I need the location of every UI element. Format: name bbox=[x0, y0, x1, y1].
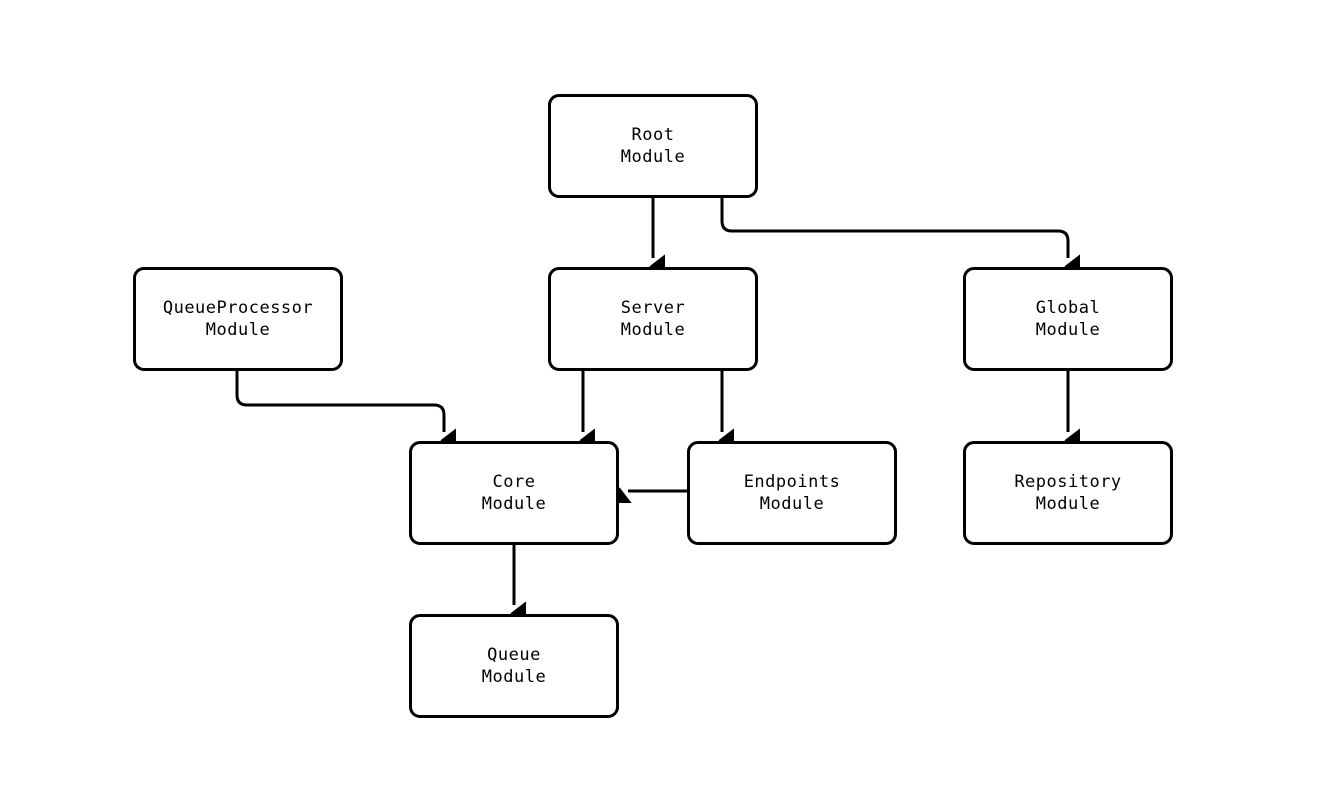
node-repository-module[interactable]: Repository Module bbox=[963, 441, 1173, 545]
node-root-module[interactable]: Root Module bbox=[548, 94, 758, 198]
node-label-line1: Core bbox=[492, 472, 536, 492]
node-label-line2: Module bbox=[620, 320, 686, 340]
node-label-line1: Endpoints bbox=[743, 472, 841, 492]
node-label-line2: Module bbox=[759, 494, 825, 514]
node-label-line1: Queue bbox=[487, 645, 541, 665]
node-global-module[interactable]: Global Module bbox=[963, 267, 1173, 371]
node-label-line2: Module bbox=[481, 667, 547, 687]
node-queue-module[interactable]: Queue Module bbox=[409, 614, 619, 718]
node-label-line2: Module bbox=[205, 320, 271, 340]
node-endpoints-module[interactable]: Endpoints Module bbox=[687, 441, 897, 545]
node-label-line1: Repository bbox=[1014, 472, 1122, 492]
node-core-module[interactable]: Core Module bbox=[409, 441, 619, 545]
edge-queueprocessor-to-core bbox=[235, 371, 456, 453]
node-queueprocessor-module[interactable]: QueueProcessor Module bbox=[133, 267, 343, 371]
node-label-line2: Module bbox=[481, 494, 547, 514]
node-label-line1: Server bbox=[620, 298, 686, 318]
node-label-line2: Module bbox=[620, 147, 686, 167]
node-label-line2: Module bbox=[1035, 494, 1101, 514]
node-label-line2: Module bbox=[1035, 320, 1101, 340]
node-label-line1: Root bbox=[631, 125, 675, 145]
node-label-line1: QueueProcessor bbox=[162, 298, 314, 318]
node-label-line1: Global bbox=[1035, 298, 1101, 318]
edge-root-to-global bbox=[720, 197, 1080, 279]
node-server-module[interactable]: Server Module bbox=[548, 267, 758, 371]
